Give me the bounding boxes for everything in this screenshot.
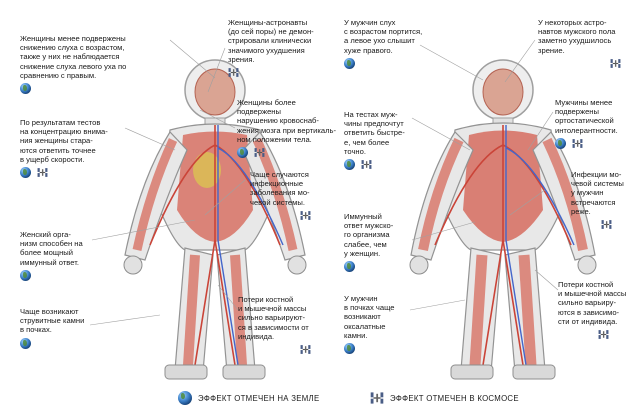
note-text: Чаще случаются инфекционные заболевания … [250,170,310,207]
note-text: Потери костной и мышечной массы сильно в… [238,295,309,341]
note-female-stones: Чаще возникают струвитные камни в почках… [20,307,110,349]
space-station-icon [254,147,265,158]
note-text: По результатам тестов на концентрацию вн… [20,118,108,164]
earth-globe-icon [178,391,192,405]
note-female-immune: Женский орга- низм способен на более мощ… [20,230,110,281]
note-female-hearing: Женщины менее подвержены снижению слуха … [20,34,170,95]
space-station-icon [370,391,384,405]
note-text: Потери костной и мышечной массы сильно в… [558,280,627,326]
note-female-bone: Потери костной и мышечной массы сильно в… [238,295,333,355]
space-station-icon [300,344,311,355]
space-station-icon [37,167,48,178]
note-male-tests: На тестах муж- чины предпочтут ответить … [344,110,414,171]
earth-globe-icon [344,343,355,355]
note-text: У мужчин в почках чаще возникают оксалат… [344,294,395,340]
space-station-icon [598,329,609,340]
note-text: У мужчин слух с возрастом портится, а ле… [344,18,423,55]
legend-earth-label: ЭФФЕКТ ОТМЕЧЕН НА ЗЕМЛЕ [198,393,320,403]
space-station-icon [228,67,239,78]
earth-globe-icon [344,57,355,69]
earth-globe-icon [344,159,355,171]
earth-globe-icon [20,269,31,281]
note-female-vision: Женщины-астронавты (до сей поры) не демо… [228,18,333,78]
note-male-infections: Инфекции мо- чевой системы у мужчин встр… [571,170,639,230]
note-male-stones: У мужчин в почках чаще возникают оксалат… [344,294,414,355]
space-station-icon [300,210,311,221]
earth-globe-icon [20,337,31,349]
legend-earth: ЭФФЕКТ ОТМЕЧЕН НА ЗЕМЛЕ [178,391,319,405]
note-female-urinary: Чаще случаются инфекционные заболевания … [250,170,335,221]
earth-globe-icon [20,167,31,179]
earth-globe-icon [20,83,31,95]
earth-globe-icon [555,137,566,149]
note-text: Иммунный ответ мужско- го организма слаб… [344,212,394,258]
space-station-icon [601,219,612,230]
note-male-bone: Потери костной и мышечной массы сильно в… [558,280,638,340]
note-text: Женщины-астронавты (до сей поры) не демо… [228,18,314,64]
note-text: Чаще возникают струвитные камни в почках… [20,307,85,335]
note-female-blood-flow: Женщины более подвержены нарушению крово… [237,98,337,159]
note-text: У некоторых астро- навтов мужского пола … [538,18,616,55]
space-station-icon [572,138,583,149]
note-text: На тестах муж- чины предпочтут ответить … [344,110,405,156]
space-station-icon [610,58,621,69]
note-text: Женщины более подвержены нарушению крово… [237,98,337,144]
note-male-orthostatic: Мужчины менее подвержены ортостатической… [555,98,635,149]
note-female-attention: По результатам тестов на концентрацию вн… [20,118,140,179]
note-text: Женщины менее подвержены снижению слуха … [20,34,127,80]
note-text: Женский орга- низм способен на более мощ… [20,230,83,267]
legend-space: ЭФФЕКТ ОТМЕЧЕН В КОСМОСЕ [370,391,519,405]
note-text: Инфекции мо- чевой системы у мужчин встр… [571,170,624,216]
note-text: Мужчины менее подвержены ортостатической… [555,98,618,135]
space-station-icon [361,159,372,170]
note-male-immune: Иммунный ответ мужско- го организма слаб… [344,212,414,273]
note-male-hearing: У мужчин слух с возрастом портится, а ле… [344,18,439,69]
male-astronaut-figure [409,59,597,380]
earth-globe-icon [237,147,248,159]
earth-globe-icon [344,261,355,273]
note-male-vision: У некоторых астро- навтов мужского пола … [538,18,638,69]
legend-space-label: ЭФФЕКТ ОТМЕЧЕН В КОСМОСЕ [390,393,519,403]
